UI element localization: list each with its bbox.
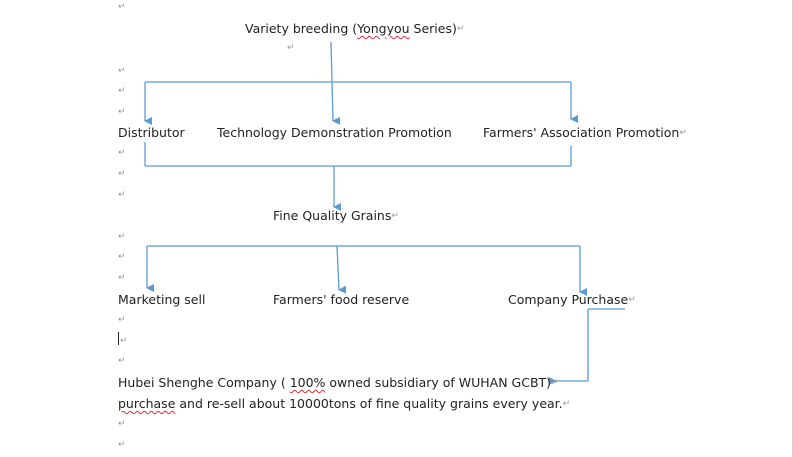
paragraph-mark: ↵ — [118, 2, 126, 12]
paragraph-mark: ↵ — [118, 148, 126, 158]
paragraph-mark: ↵ — [118, 190, 126, 200]
paragraph-mark: ↵ — [120, 336, 128, 346]
node-fine-quality-grains: Fine Quality Grains↵ — [273, 208, 399, 223]
paragraph-mark: ↵ — [118, 86, 126, 96]
paragraph-mark: ↵ — [118, 66, 126, 76]
paragraph-mark: ↵ — [118, 169, 126, 179]
node-company-purchase: Company Purchase↵ — [508, 292, 636, 307]
paragraph-mark: ↵ — [118, 440, 126, 450]
text-cursor — [118, 332, 119, 345]
node-technology-demonstration: Technology Demonstration Promotion — [217, 125, 452, 140]
paragraph-mark: ↵ — [118, 107, 126, 117]
node-marketing-sell: Marketing sell — [118, 292, 206, 307]
node-hubei-shenghe: Hubei Shenghe Company ( 100% owned subsi… — [118, 375, 559, 390]
paragraph-mark: ↵ — [118, 232, 126, 242]
node-distributor: Distributor — [118, 125, 185, 140]
node-variety-breeding: Variety breeding (Yongyou Series)↵ — [245, 21, 465, 36]
paragraph-mark: ↵ — [287, 43, 295, 53]
connector-to-food-reserve — [336, 245, 347, 294]
paragraph-purchase-resell: purchase and re-sell about 10000tons of … — [118, 396, 571, 411]
paragraph-mark: ↵ — [118, 315, 126, 325]
node-farmers-association: Farmers' Association Promotion↵ — [483, 125, 687, 140]
node-farmers-food-reserve: Farmers' food reserve — [273, 292, 410, 307]
paragraph-mark: ↵ — [118, 273, 126, 283]
paragraph-mark: ↵ — [118, 419, 126, 429]
paragraph-mark: ↵ — [118, 356, 126, 366]
paragraph-mark: ↵ — [118, 252, 126, 262]
